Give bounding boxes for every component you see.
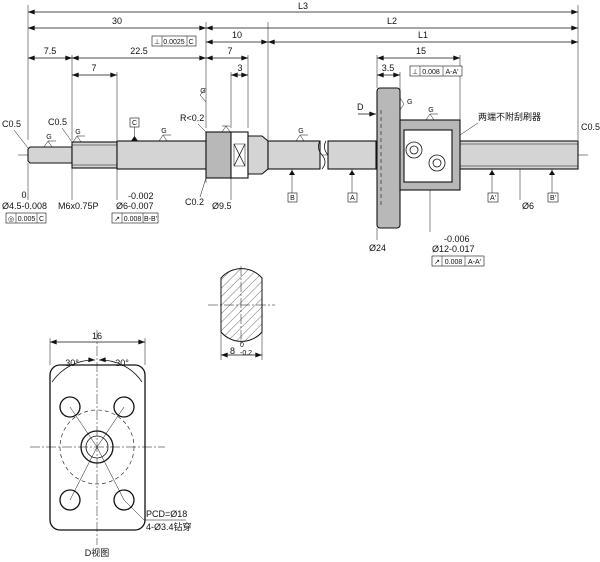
svg-text:0.005: 0.005 <box>18 216 36 223</box>
svg-text:⊥: ⊥ <box>412 69 418 76</box>
dim-7-left: 7 <box>91 63 96 73</box>
dim-l1: L1 <box>418 30 428 40</box>
svg-text:0.008: 0.008 <box>445 259 463 266</box>
gdt-perp-c: ⊥ 0.0025 C <box>151 35 197 47</box>
svg-text:↗: ↗ <box>434 259 440 266</box>
dim-7-right: 7 <box>227 46 232 56</box>
svg-text:B-B': B-B' <box>144 216 157 223</box>
svg-text:A-A': A-A' <box>468 259 481 266</box>
dim-22-5: 22.5 <box>130 46 148 56</box>
d-view-title: D视图 <box>85 547 110 558</box>
dim-15: 15 <box>416 46 426 56</box>
svg-text:G: G <box>428 107 433 114</box>
datum-b: B <box>290 195 295 202</box>
svg-text:G: G <box>161 128 166 135</box>
tol-minus-0-006: -0.006 <box>444 234 470 244</box>
dimension-chain: L3 30 L2 10 L1 7.5 22.5 7 15 7 3 3.5 <box>27 1 579 140</box>
dim-10: 10 <box>232 30 242 40</box>
chamfer-left: C0.5 <box>2 119 21 129</box>
gdt-conc-c: ◎ 0.005 C <box>5 212 47 224</box>
phi-6-journal: Ø6-0.007 <box>116 201 154 211</box>
gdt-perp-aa: ⊥ 0.008 A-A' <box>409 65 463 77</box>
datum-a-prime: A' <box>490 195 496 202</box>
dim-3-5: 3.5 <box>382 63 395 73</box>
svg-text:0.0025: 0.0025 <box>163 39 185 46</box>
section-tol-lower: -0.2 <box>240 350 252 357</box>
dim-30: 30 <box>112 16 122 26</box>
gdt-runout-bb: ↗ 0.008 B-B' <box>111 212 159 224</box>
angle-right: 30° <box>115 358 129 368</box>
svg-text:↗: ↗ <box>114 216 120 223</box>
shaft-annotations: C0.5 C0.5 C0.5 R<0.2 C0.2 D 两端不附刮刷器 <box>2 102 600 207</box>
svg-text:◎: ◎ <box>8 216 14 223</box>
svg-text:G: G <box>75 129 80 136</box>
fillet-radius: R<0.2 <box>180 113 204 123</box>
svg-text:G: G <box>407 99 412 106</box>
view-direction-d: D <box>357 102 364 112</box>
tol-minus-0-002: -0.002 <box>128 191 154 201</box>
datum-a: A <box>350 195 355 202</box>
angle-left: 30° <box>65 358 79 368</box>
dim-l2: L2 <box>387 16 397 26</box>
chamfer-right: C0.5 <box>581 122 600 132</box>
holes-note: 4-Ø3.4钻穿 <box>146 521 192 532</box>
dim-l3: L3 <box>298 1 308 11</box>
svg-text:A-A': A-A' <box>445 69 458 76</box>
svg-text:0.008: 0.008 <box>422 69 440 76</box>
section-width: 8 <box>230 346 235 356</box>
svg-text:G: G <box>200 88 205 95</box>
section-tol-upper: 0 <box>240 342 244 349</box>
tol-zero: 0 <box>21 190 26 200</box>
svg-text:⊥: ⊥ <box>154 39 160 46</box>
svg-text:G: G <box>46 134 51 141</box>
phi-4-5: Ø4.5-0.008 <box>2 201 47 211</box>
thread-m6: M6x0.75P <box>58 201 99 211</box>
chamfer-mid: C0.5 <box>48 117 67 127</box>
datum-c: C <box>132 120 137 127</box>
section-view: 8 0 -0.2 <box>208 266 275 360</box>
gdt-runout-aa: ↗ 0.008 A-A' <box>431 255 485 267</box>
d-view-width: 16 <box>92 331 102 341</box>
svg-text:C: C <box>39 216 44 223</box>
svg-text:G: G <box>298 128 303 135</box>
pcd-note: PCD=Ø18 <box>146 509 187 519</box>
screw-shaft <box>18 87 590 229</box>
surface-finish-marks: G G G G G G G <box>43 87 438 148</box>
datum-markers: C B A A' B' <box>129 117 559 203</box>
datum-b-prime: B' <box>550 195 556 202</box>
d-view: 16 30° 30° PCD=Ø18 4-Ø3.4钻穿 D视图 <box>30 330 192 558</box>
svg-text:0.008: 0.008 <box>124 216 142 223</box>
dim-7-5: 7.5 <box>44 46 57 56</box>
no-wiper-note: 两端不附刮刷器 <box>478 111 541 122</box>
phi-24: Ø24 <box>369 243 386 253</box>
diameter-callouts: 0 Ø4.5-0.008 ◎ 0.005 C M6x0.75P -0.002 Ø… <box>2 163 534 267</box>
phi-12: Ø12-0.017 <box>432 244 475 254</box>
dim-3: 3 <box>237 63 242 73</box>
phi-9-5: Ø9.5 <box>212 201 232 211</box>
phi-6-screw: Ø6 <box>522 201 534 211</box>
svg-text:C: C <box>188 39 193 46</box>
chamfer-c02: C0.2 <box>185 197 204 207</box>
